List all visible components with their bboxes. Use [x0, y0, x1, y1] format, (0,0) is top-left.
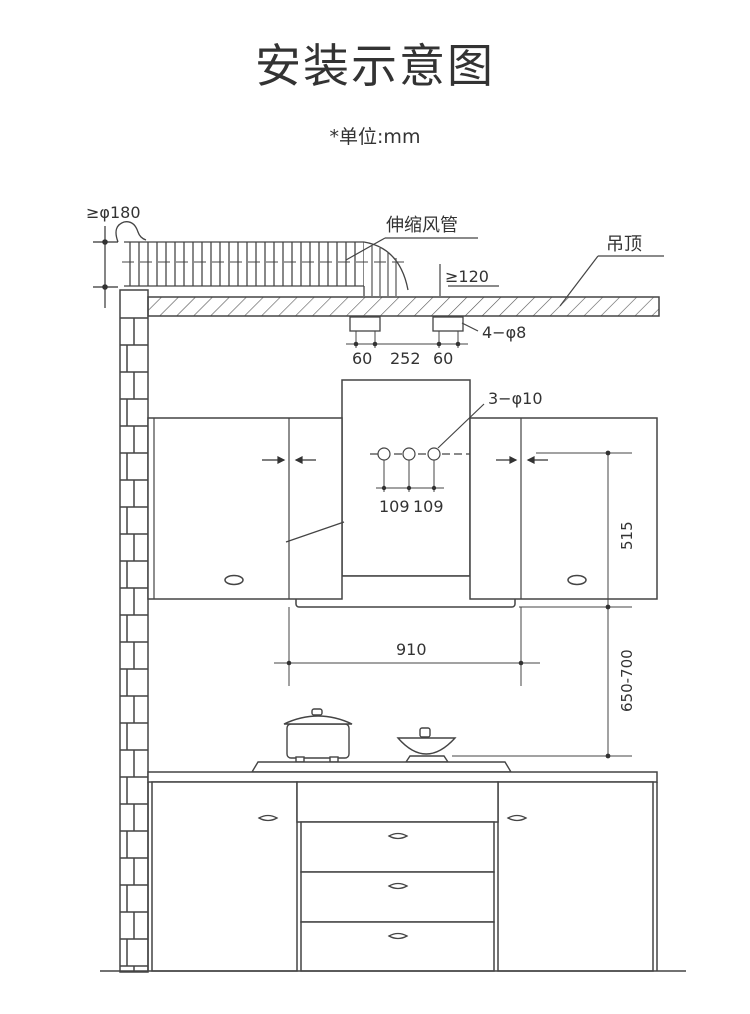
unit-note: *单位:mm [329, 126, 421, 148]
width-dimension [274, 607, 540, 686]
mount-holes-leader [461, 322, 479, 332]
range-hood [295, 379, 516, 608]
duct-diameter-dimension [93, 226, 118, 308]
page-title: 安装示意图 [255, 39, 495, 93]
wok [396, 727, 457, 763]
install-height-label: 650-700 [618, 649, 636, 712]
base-cabinets [100, 781, 686, 972]
right-wall-cabinet [469, 417, 658, 600]
ceiling-label: 吊顶 [606, 234, 642, 255]
gas-stove [250, 761, 513, 773]
body-holes-label: 3−φ10 [488, 389, 543, 408]
vertical-dimensions [452, 450, 632, 759]
mount-brackets [346, 316, 468, 348]
ceiling-label-group [559, 255, 664, 307]
flexible-duct-label: 伸缩风管 [386, 215, 458, 236]
cabinet-handles [257, 814, 528, 940]
pot [283, 708, 353, 763]
hood-width-label: 910 [396, 640, 427, 659]
countertop [147, 771, 658, 783]
duct-diameter-label: ≥φ180 [86, 203, 141, 222]
bracket-right-label: 60 [433, 349, 453, 368]
mount-hole-dots [353, 341, 461, 347]
mount-holes-label: 4−φ8 [482, 323, 526, 342]
duct-gap-label: ≥120 [445, 267, 489, 286]
bracket-left-label: 60 [352, 349, 372, 368]
brick-wall [119, 289, 149, 973]
brick-joints [120, 317, 148, 971]
hole-spacing-right-label: 109 [413, 497, 444, 516]
hole-spacing-left-label: 109 [379, 497, 410, 516]
flexible-duct [115, 221, 410, 296]
cabinet-gap-arrows [262, 456, 548, 464]
bracket-mid-label: 252 [390, 349, 421, 368]
hood-hole-dots [381, 485, 437, 491]
duct-gap-dimension [439, 264, 499, 296]
left-wall-cabinet [147, 417, 345, 600]
ceiling-slab [147, 296, 660, 317]
hood-height-label: 515 [618, 521, 636, 550]
flexible-duct-leader [345, 237, 478, 261]
